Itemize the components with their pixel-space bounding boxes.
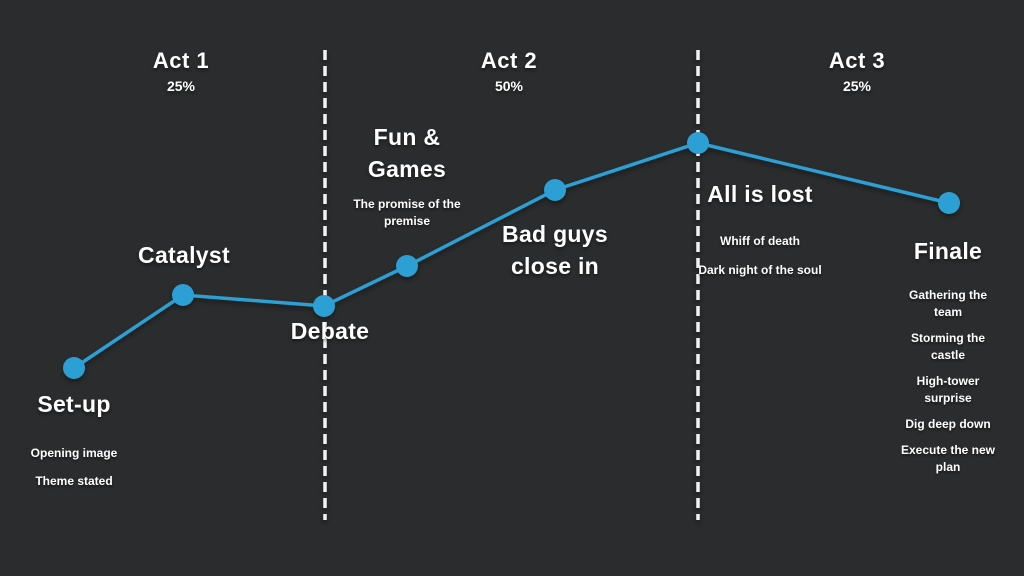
beat-subs-setup: Opening image Theme stated — [4, 445, 144, 490]
beat-sub-dark-night-of-the-soul: Dark night of the soul — [698, 263, 822, 277]
beat-dot-All is lost — [687, 132, 709, 154]
beat-title-fun-and-games: Fun & Games — [367, 124, 447, 182]
act-3-share: 25% — [842, 78, 872, 94]
beat-title-bad-guys-close-in: Bad guys close in — [502, 221, 608, 279]
beat-sub-storming-the-castle: Storming the castle — [911, 331, 985, 362]
beat-dot-Finale — [938, 192, 960, 214]
act-1-share: 25% — [166, 78, 196, 94]
act-2-share: 50% — [494, 78, 524, 94]
beat-sub-high-tower-surprise: High-tower surprise — [916, 374, 980, 405]
beat-sub-execute-the-new-plan: Execute the new plan — [900, 443, 996, 474]
beat-title-setup: Set-up — [37, 391, 111, 417]
beat-sub-gathering-the-team: Gathering the team — [908, 288, 987, 319]
beat-dot-Debate — [313, 295, 335, 317]
beat-dot-Bad guys close in — [544, 179, 566, 201]
beat-sub-theme-stated: Theme stated — [35, 474, 113, 488]
beat-sub-whiff-of-death: Whiff of death — [720, 234, 800, 248]
beat-title-finale: Finale — [913, 238, 983, 264]
act-1-title: Act 1 — [152, 48, 210, 73]
beat-title-debate: Debate — [290, 318, 370, 344]
beat-title-all-is-lost: All is lost — [707, 181, 813, 207]
beat-sub-promise-of-premise: The promise of the premise — [353, 197, 461, 228]
beat-subs-fun-and-games: The promise of the premise — [351, 196, 463, 230]
beat-subs-all-is-lost: Whiff of death Dark night of the soul — [698, 233, 822, 279]
beat-dot-Set-up — [63, 357, 85, 379]
beat-sub-opening-image: Opening image — [30, 446, 118, 460]
act-header-1: Act 1 25% — [153, 48, 209, 95]
beat-sub-dig-deep-down: Dig deep down — [905, 417, 991, 431]
beat-dot-Catalyst — [172, 284, 194, 306]
act-2-title: Act 2 — [480, 48, 538, 73]
beat-dot-Fun & Games — [396, 255, 418, 277]
act-header-2: Act 2 50% — [481, 48, 537, 95]
beat-subs-finale: Gathering the team Storming the castle H… — [896, 287, 1000, 476]
beat-title-catalyst: Catalyst — [138, 242, 230, 268]
act-3-title: Act 3 — [828, 48, 886, 73]
act-header-3: Act 3 25% — [829, 48, 885, 95]
